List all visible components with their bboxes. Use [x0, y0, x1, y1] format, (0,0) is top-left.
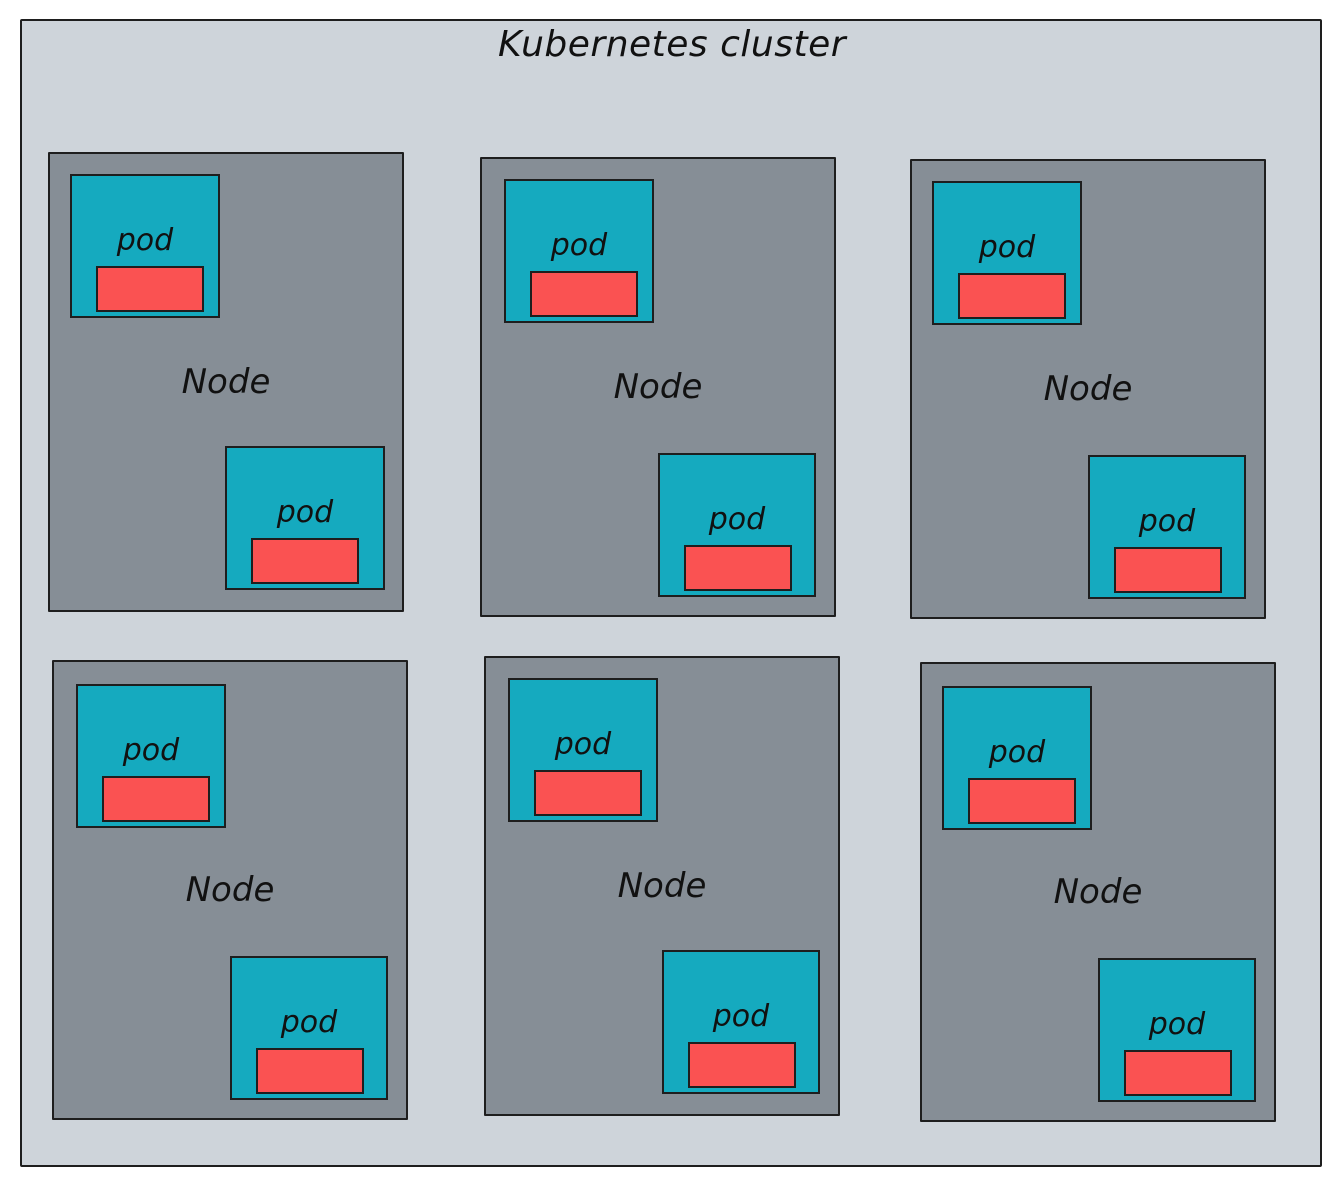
- container: [530, 271, 638, 317]
- pod-4-1: pod: [76, 684, 226, 828]
- pod-4-2: pod: [230, 956, 388, 1100]
- node-label: Node: [1043, 369, 1133, 409]
- pod-label: pod: [988, 735, 1046, 770]
- pod-1-1: pod: [70, 174, 220, 318]
- node-2: pod Node pod: [480, 157, 836, 617]
- container: [684, 545, 792, 591]
- container: [102, 776, 210, 822]
- node-5: pod Node pod: [484, 656, 840, 1116]
- pod-3-2: pod: [1088, 455, 1246, 599]
- container: [1124, 1050, 1232, 1096]
- container: [251, 538, 359, 584]
- pod-label: pod: [122, 733, 180, 768]
- pod-5-2: pod: [662, 950, 820, 1094]
- pod-6-1: pod: [942, 686, 1092, 830]
- pod-label: pod: [1138, 504, 1196, 539]
- pod-label: pod: [554, 727, 612, 762]
- pod-label: pod: [116, 223, 174, 258]
- pod-label: pod: [1148, 1007, 1206, 1042]
- container: [256, 1048, 364, 1094]
- node-3: pod Node pod: [910, 159, 1266, 619]
- node-4: pod Node pod: [52, 660, 408, 1120]
- node-label: Node: [1053, 872, 1143, 912]
- container: [958, 273, 1066, 319]
- pod-label: pod: [978, 230, 1036, 265]
- pod-5-1: pod: [508, 678, 658, 822]
- pod-1-2: pod: [225, 446, 385, 590]
- pod-2-1: pod: [504, 179, 654, 323]
- container: [688, 1042, 796, 1088]
- node-label: Node: [617, 866, 707, 906]
- node-1: pod Node pod: [48, 152, 404, 612]
- pod-label: pod: [708, 502, 766, 537]
- pod-label: pod: [550, 228, 608, 263]
- pod-label: pod: [712, 999, 770, 1034]
- container: [1114, 547, 1222, 593]
- node-label: Node: [613, 367, 703, 407]
- container: [96, 266, 204, 312]
- node-label: Node: [181, 362, 271, 402]
- node-6: pod Node pod: [920, 662, 1276, 1122]
- pod-label: pod: [280, 1005, 338, 1040]
- pod-3-1: pod: [932, 181, 1082, 325]
- container: [968, 778, 1076, 824]
- pod-label: pod: [276, 495, 334, 530]
- pod-6-2: pod: [1098, 958, 1256, 1102]
- cluster-title: Kubernetes cluster: [497, 24, 847, 65]
- container: [534, 770, 642, 816]
- node-label: Node: [185, 870, 275, 910]
- pod-2-2: pod: [658, 453, 816, 597]
